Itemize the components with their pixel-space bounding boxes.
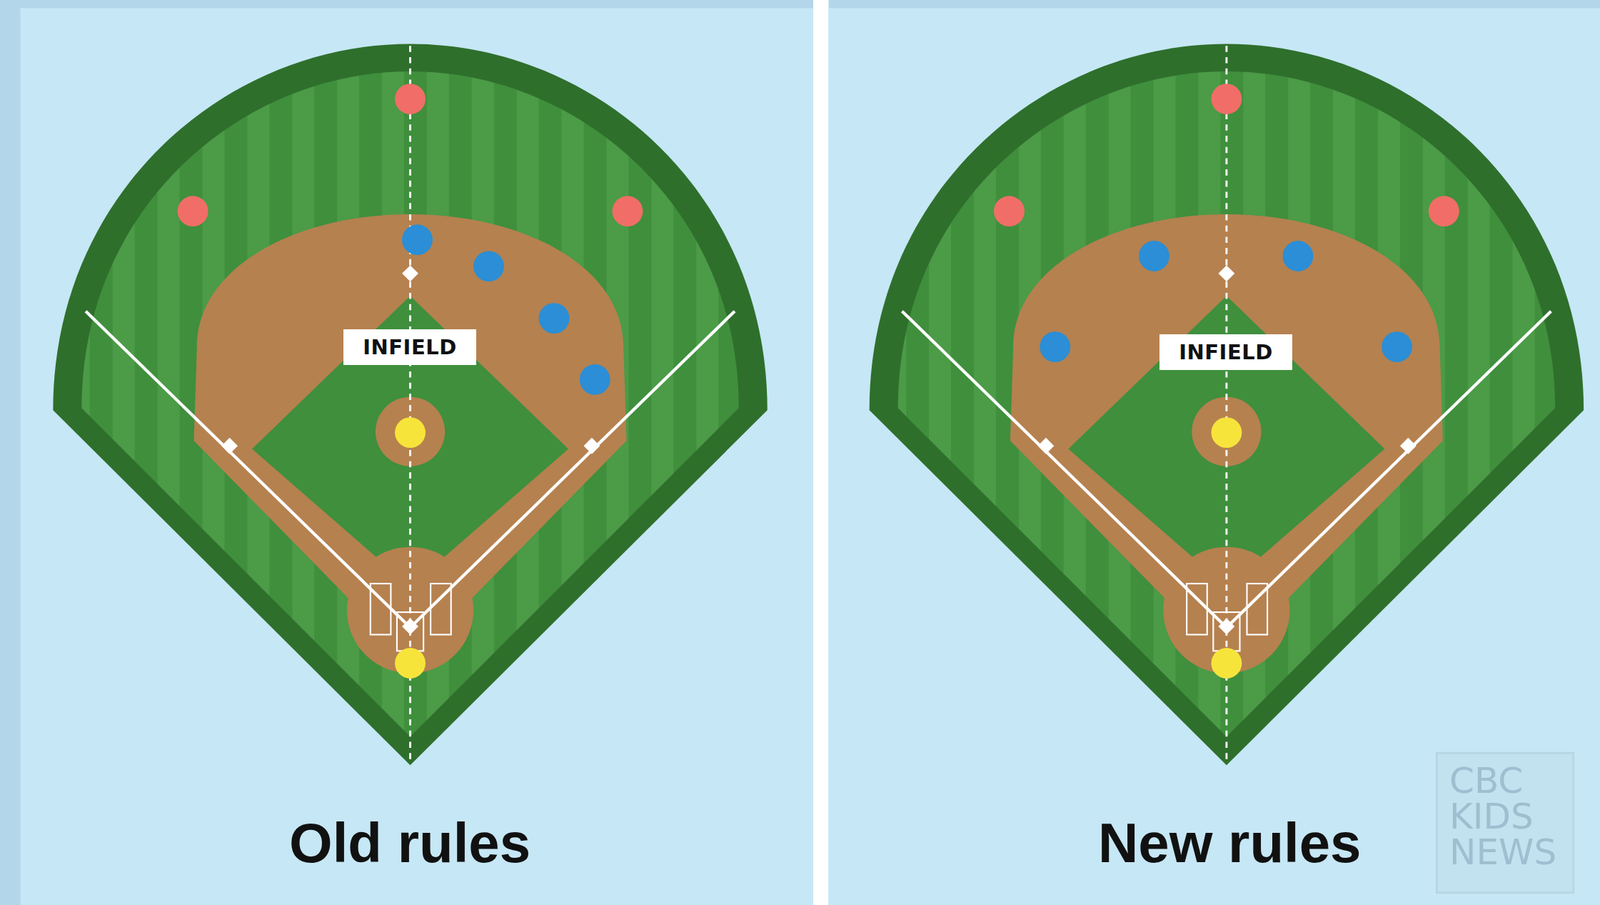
watermark-box [1436,752,1574,893]
infield-label-box: INFIELD [1159,334,1293,370]
old-field [52,43,767,765]
infield-label-box: INFIELD [343,329,477,365]
panel-caption: Old rules [289,810,531,876]
area-label: INFIELD [362,334,457,360]
area-label: INFIELD [1178,339,1274,365]
right-panel [828,7,1600,905]
new-field [869,43,1584,765]
panel-divider [813,0,829,905]
panel-caption: New rules [1098,810,1361,876]
left-panel [20,7,814,905]
watermark: CBC KIDS NEWS [1449,762,1571,870]
